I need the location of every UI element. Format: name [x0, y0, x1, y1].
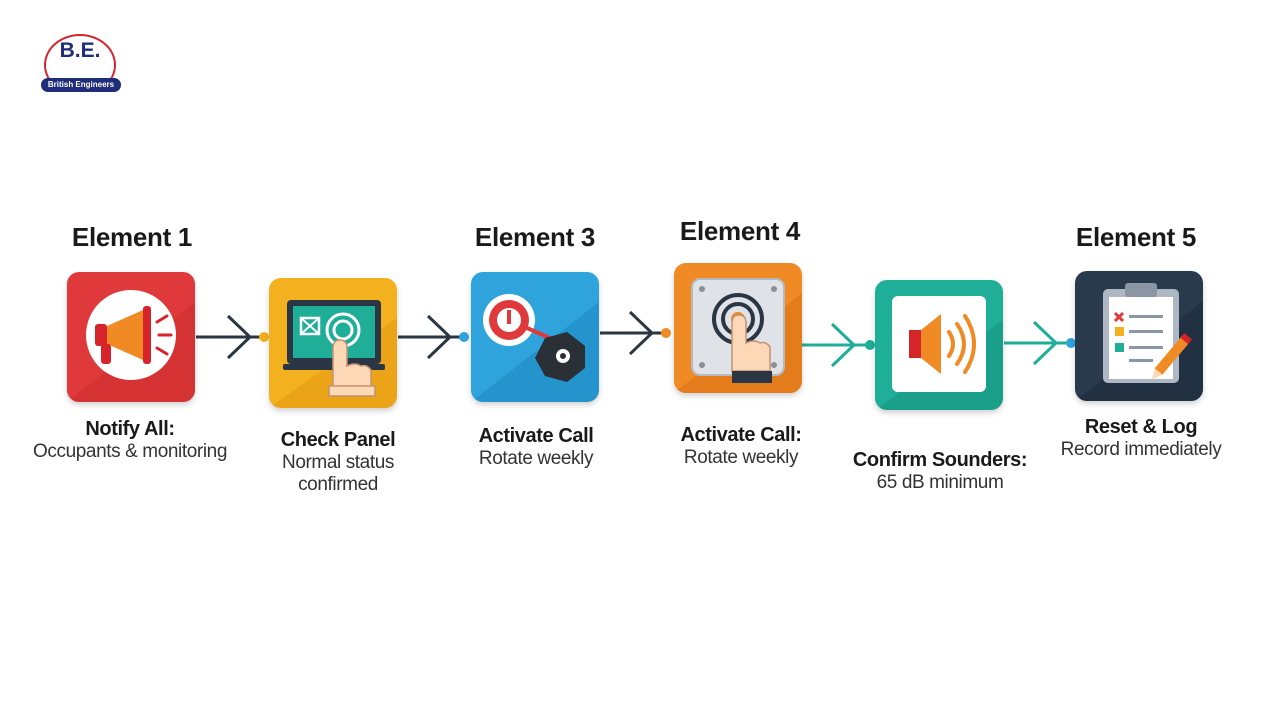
- step-2-title: Check Panel: [280, 429, 396, 451]
- connector-dot-1: [259, 332, 269, 342]
- step-2-subtitle-line2: confirmed: [298, 474, 378, 495]
- step-5-caption: Confirm Sounders: 65 dB minimum: [852, 448, 1028, 494]
- call-button-press-icon: [674, 278, 802, 393]
- connector-3-4: [600, 310, 664, 356]
- connector-1-2: [196, 314, 262, 360]
- step-2-caption: Check Panel Normal status confirmed: [281, 428, 396, 496]
- step-1-title: Notify All:: [85, 418, 175, 440]
- step-4-title: Activate Call:: [680, 424, 802, 446]
- step-4-caption: Activate Call: Rotate weekly: [680, 423, 802, 469]
- connector-5-6: [1004, 320, 1068, 366]
- step-4-tile: [674, 263, 802, 393]
- connector-dot-4: [865, 340, 875, 350]
- step-6-caption: Reset & Log Record immediately: [1061, 415, 1222, 461]
- step-1-caption: Notify All: Occupants & monitoring: [33, 417, 227, 463]
- connector-dot-3: [661, 328, 671, 338]
- logo-ring: [44, 34, 116, 96]
- clipboard-checklist-icon: [1075, 283, 1203, 401]
- step-5-heading: Element 5: [1075, 222, 1197, 252]
- panel-touch-icon: [269, 300, 397, 408]
- step-4-heading: Element 4: [679, 216, 801, 246]
- step-3-tile: [471, 272, 599, 402]
- step-3-caption: Activate Call Rotate weekly: [479, 424, 594, 470]
- step-3-heading: Element 3: [474, 222, 596, 252]
- step-3-subtitle: Rotate weekly: [478, 448, 594, 469]
- step-1-subtitle: Occupants & monitoring: [33, 441, 227, 462]
- connector-4-5: [802, 322, 868, 368]
- step-5-tile: [875, 280, 1003, 410]
- megaphone-icon: [67, 290, 195, 402]
- brand-logo: B.E. British Engineers: [38, 30, 126, 96]
- step-2-subtitle: Normal status: [281, 452, 395, 473]
- call-point-key-icon: [471, 294, 599, 402]
- logo-mark: B.E.: [59, 39, 101, 62]
- step-3-title: Activate Call: [478, 425, 594, 447]
- step-5-subtitle: 65 dB minimum: [876, 472, 1004, 493]
- step-1-tile: [67, 272, 195, 402]
- connector-dot-2: [459, 332, 469, 342]
- step-2-tile: [269, 278, 397, 408]
- step-5-title: Confirm Sounders:: [852, 449, 1028, 471]
- step-6-title: Reset & Log: [1084, 416, 1198, 438]
- logo-band: British Engineers: [41, 78, 121, 92]
- step-1-heading: Element 1: [71, 222, 193, 252]
- step-4-subtitle: Rotate weekly: [683, 447, 799, 468]
- step-6-tile: [1075, 271, 1203, 401]
- step-6-subtitle: Record immediately: [1060, 439, 1222, 460]
- speaker-icon: [875, 296, 1003, 410]
- connector-2-3: [398, 314, 462, 360]
